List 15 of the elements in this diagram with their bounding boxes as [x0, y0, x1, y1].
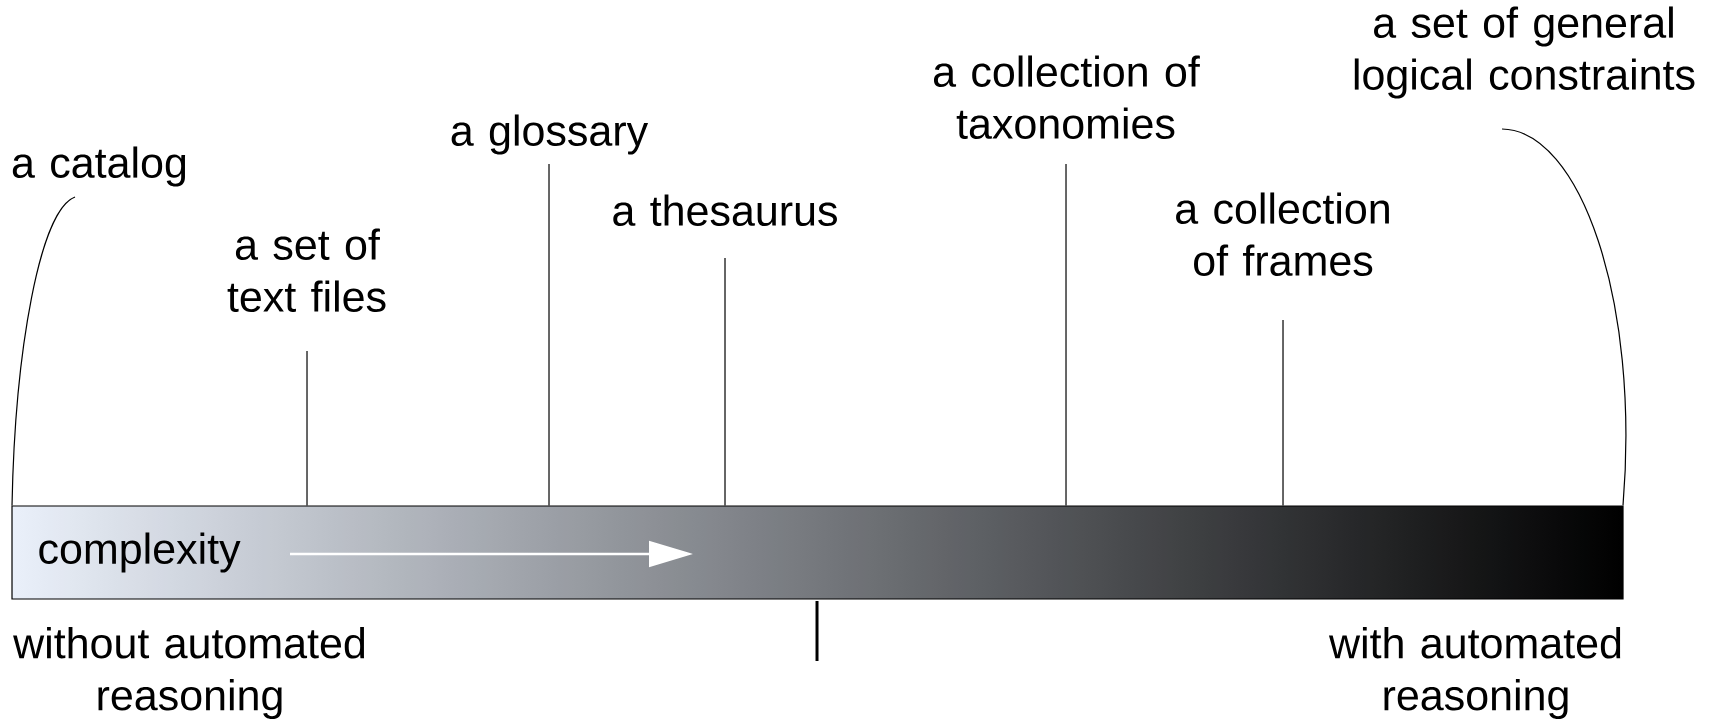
node-label: a thesaurus	[613, 194, 837, 226]
node-label: a set of text files	[227, 228, 386, 312]
leader-line	[11, 196, 76, 506]
leader-line	[306, 350, 308, 506]
leader-line	[724, 257, 726, 506]
leader-line	[1065, 163, 1067, 506]
node-label: a collection of taxonomies	[934, 55, 1200, 139]
node-label: a glossary	[451, 114, 649, 155]
node-label: a catalog	[12, 146, 186, 187]
leader-line	[1501, 128, 1627, 506]
leader-line	[1282, 319, 1284, 506]
gradient-bar: complexity	[11, 505, 1624, 600]
node-label: a set of general logical constraints	[1354, 6, 1695, 99]
node-label: a collection of frames	[1176, 192, 1389, 276]
leader-line	[548, 163, 550, 506]
